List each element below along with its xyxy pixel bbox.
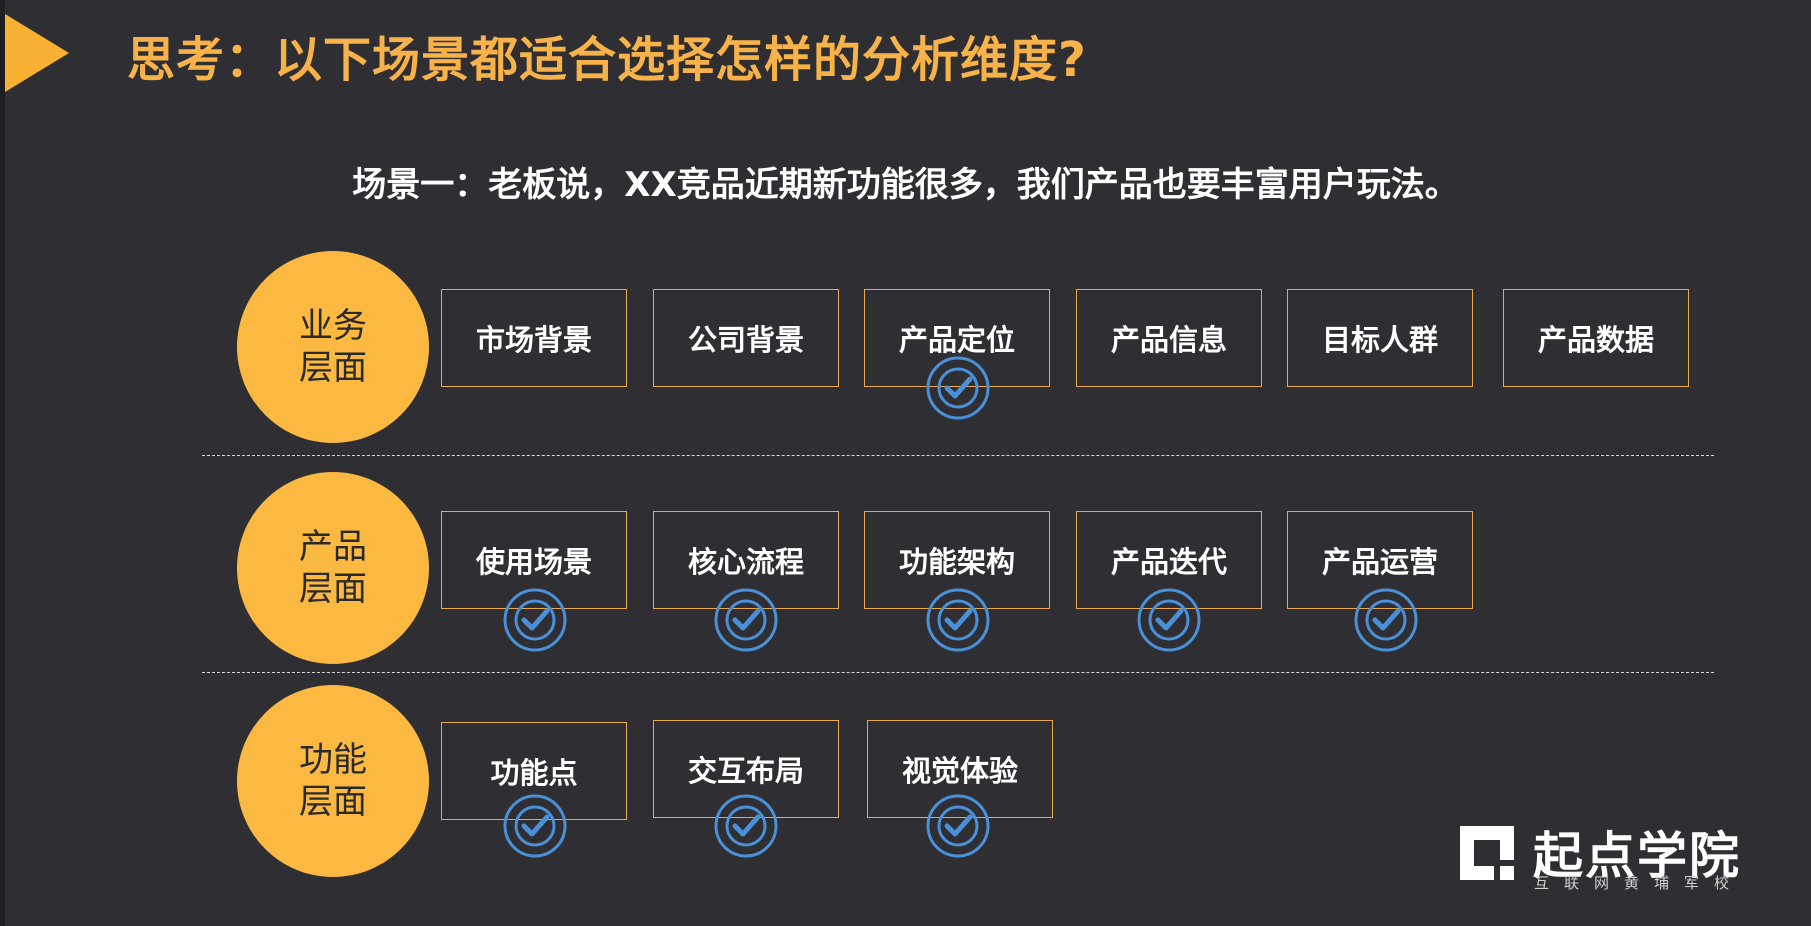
qidian-logo-icon xyxy=(1460,826,1514,880)
dimension-label: 功能架构 xyxy=(898,545,1015,579)
dimension-box: 市场背景 xyxy=(441,289,627,387)
dimension-box: 产品信息 xyxy=(1076,289,1262,387)
check-circle-icon xyxy=(503,794,567,858)
dimension-box: 产品迭代 xyxy=(1076,511,1262,609)
layer-circle-product: 产品 层面 xyxy=(237,472,429,664)
dimension-label: 产品定位 xyxy=(898,323,1015,357)
dimension-box: 使用场景 xyxy=(441,511,627,609)
logo-slogan: 互联网黄埔军校 xyxy=(1534,874,1745,892)
layer-circle-business: 业务 层面 xyxy=(237,251,429,443)
dimension-label: 产品数据 xyxy=(1537,323,1654,357)
page-title: 思考：以下场景都适合选择怎样的分析维度? xyxy=(127,32,1087,88)
logo-name: 起点学院 xyxy=(1533,827,1741,885)
layer-label-line1: 功能 xyxy=(299,740,367,780)
dimension-box: 产品运营 xyxy=(1287,511,1473,609)
dimension-label: 产品信息 xyxy=(1110,323,1227,357)
dimension-label: 交互布局 xyxy=(687,754,804,788)
layer-label-line2: 层面 xyxy=(299,782,367,822)
left-edge-strip xyxy=(0,0,5,926)
dimension-label: 目标人群 xyxy=(1321,323,1438,357)
dimension-box: 功能架构 xyxy=(864,511,1050,609)
check-circle-icon xyxy=(926,794,990,858)
dimension-box: 目标人群 xyxy=(1287,289,1473,387)
dimension-box: 交互布局 xyxy=(653,720,839,818)
dimension-box: 核心流程 xyxy=(653,511,839,609)
dimension-box: 视觉体验 xyxy=(867,720,1053,818)
layer-circle-feature: 功能 层面 xyxy=(237,685,429,877)
dimension-label: 功能点 xyxy=(490,756,578,790)
dimension-label: 视觉体验 xyxy=(901,754,1018,788)
dimension-label: 公司背景 xyxy=(687,323,804,357)
check-circle-icon xyxy=(926,356,990,420)
check-circle-icon xyxy=(714,794,778,858)
dimension-box: 功能点 xyxy=(441,722,627,820)
check-circle-icon xyxy=(926,588,990,652)
dimension-box: 公司背景 xyxy=(653,289,839,387)
divider-line xyxy=(202,455,1714,456)
dimension-label: 产品迭代 xyxy=(1110,545,1227,579)
layer-label-line1: 业务 xyxy=(299,306,367,346)
layer-label-line2: 层面 xyxy=(299,348,367,388)
check-circle-icon xyxy=(714,588,778,652)
layer-label-line1: 产品 xyxy=(299,527,367,567)
check-circle-icon xyxy=(1354,588,1418,652)
dimension-label: 产品运营 xyxy=(1321,545,1438,579)
triangle-arrow-icon xyxy=(5,14,69,92)
divider-line xyxy=(202,672,1714,673)
dimension-label: 核心流程 xyxy=(687,545,804,579)
check-circle-icon xyxy=(1137,588,1201,652)
check-circle-icon xyxy=(503,588,567,652)
dimension-box: 产品数据 xyxy=(1503,289,1689,387)
scenario-text: 场景一：老板说，XX竞品近期新功能很多，我们产品也要丰富用户玩法。 xyxy=(352,165,1459,205)
dimension-box: 产品定位 xyxy=(864,289,1050,387)
dimension-label: 市场背景 xyxy=(475,323,592,357)
layer-label-line2: 层面 xyxy=(299,569,367,609)
dimension-label: 使用场景 xyxy=(475,545,592,579)
